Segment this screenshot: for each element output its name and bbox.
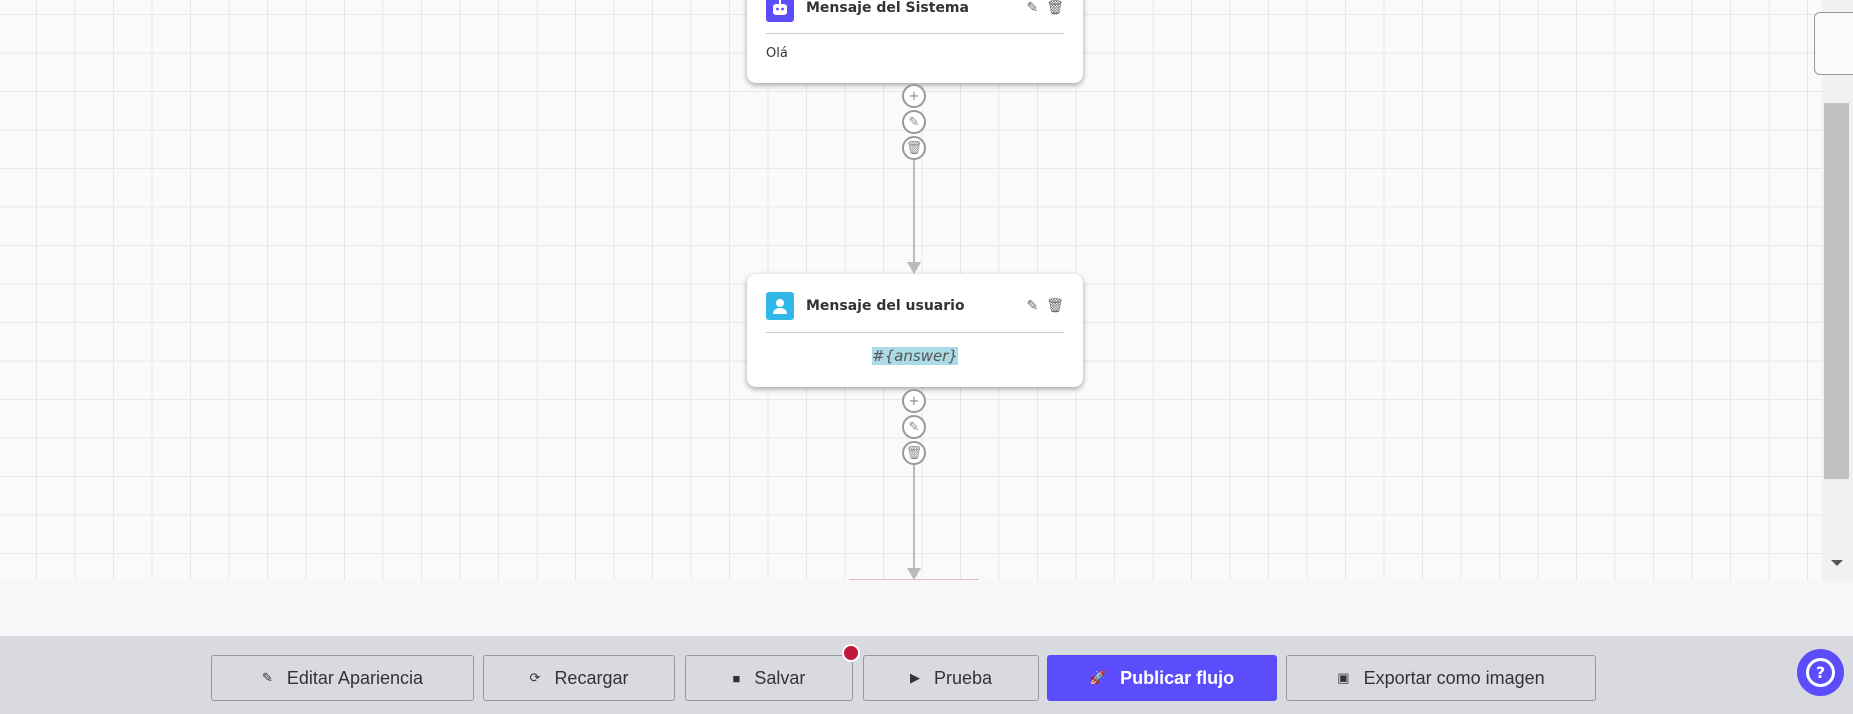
button-label: Publicar flujo [1120, 667, 1235, 688]
scrollbar-thumb[interactable] [1824, 103, 1849, 479]
arrow-head [907, 262, 921, 274]
node-title: Mensaje del usuario [806, 298, 965, 314]
button-label: Editar Apariencia [286, 667, 423, 688]
divider [766, 332, 1064, 333]
refresh-icon: ⟳ [529, 670, 541, 685]
help-button[interactable]: ? [1797, 649, 1844, 696]
play-icon: ▶ [909, 670, 920, 685]
edit-icon: ✎ [262, 670, 273, 685]
robot-icon [766, 0, 794, 22]
test-button[interactable]: ▶ Prueba [863, 655, 1039, 701]
next-node-edge [849, 579, 979, 580]
user-icon [766, 292, 794, 320]
button-label: Prueba [933, 667, 993, 688]
save-icon: ■ [732, 670, 741, 686]
edit-pencil-icon[interactable]: ✎ [1026, 0, 1039, 16]
node-user-message[interactable]: Mensaje del usuario ✎ 🗑 #{answer} [747, 274, 1083, 387]
reload-button[interactable]: ⟳ Recargar [483, 655, 675, 701]
connector-line [913, 160, 915, 264]
node-body: #{answer} [872, 347, 958, 365]
question-icon: ? [1806, 658, 1835, 687]
node-body: Olá [766, 46, 788, 61]
arrow-head [907, 568, 921, 580]
vertical-scrollbar[interactable] [1814, 0, 1853, 580]
flow-canvas[interactable]: Mensaje del Sistema ✎ 🗑 Olá + ✎ 🗑 Mensaj… [0, 0, 1822, 580]
node-title: Mensaje del Sistema [806, 0, 969, 16]
node-system-message[interactable]: Mensaje del Sistema ✎ 🗑 Olá [747, 0, 1083, 83]
minimap-panel[interactable] [1814, 12, 1853, 75]
edit-connection-button[interactable]: ✎ [902, 415, 926, 439]
add-node-button[interactable]: + [902, 389, 926, 413]
scroll-down-arrow-icon[interactable] [1831, 560, 1843, 566]
export-image-button[interactable]: ▣ Exportar como imagen [1286, 655, 1596, 701]
publish-flow-button[interactable]: 🚀 Publicar flujo [1047, 655, 1277, 701]
connector-line [913, 465, 915, 570]
edit-connection-button[interactable]: ✎ [902, 110, 926, 134]
edit-appearance-button[interactable]: ✎ Editar Apariencia [211, 655, 474, 701]
delete-connection-button[interactable]: 🗑 [902, 136, 926, 160]
edit-pencil-icon[interactable]: ✎ [1026, 298, 1039, 314]
add-node-button[interactable]: + [902, 84, 926, 108]
button-label: Exportar como imagen [1363, 667, 1545, 688]
bottom-toolbar: ✎ Editar Apariencia ⟳ Recargar ■ Salvar ▶ Pr… [0, 636, 1853, 714]
rocket-icon: 🚀 [1089, 670, 1107, 685]
trash-icon[interactable]: 🗑 [1046, 0, 1064, 16]
button-label: Recargar [554, 667, 629, 688]
image-icon: ▣ [1337, 670, 1350, 685]
unsaved-indicator-dot [842, 644, 860, 662]
divider [766, 33, 1064, 34]
node-body-wrap: #{answer} [766, 347, 1064, 365]
delete-connection-button[interactable]: 🗑 [902, 441, 926, 465]
save-button[interactable]: ■ Salvar [685, 644, 860, 701]
trash-icon[interactable]: 🗑 [1046, 298, 1064, 314]
button-label: Salvar [754, 667, 806, 688]
